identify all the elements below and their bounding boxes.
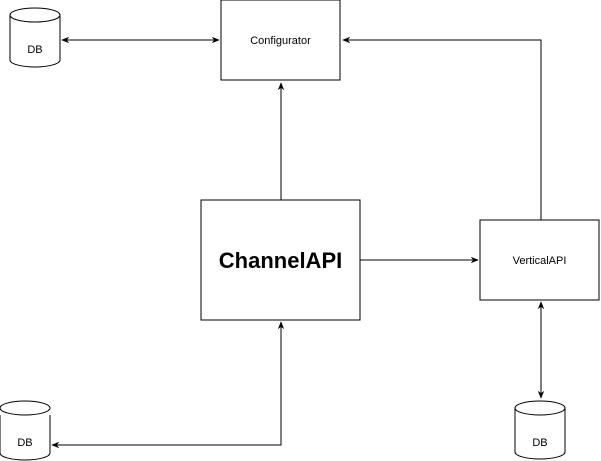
db-bottom-right: DB [514,400,566,460]
edge-verticalapi-configurator [342,36,542,220]
configurator-label: Configurator [250,35,311,47]
vertical-api-label: VerticalAPI [513,255,567,267]
db-bottom-left: DB [0,400,51,461]
channel-api-node: ChannelAPI [200,199,361,321]
db-bottom-left-label: DB [17,437,32,449]
vertical-api-node: VerticalAPI [479,219,600,301]
db-top-left: DB [9,7,61,68]
db-top-left-label: DB [27,44,42,56]
channel-api-label: ChannelAPI [219,248,342,273]
db-bottom-right-label: DB [532,437,547,449]
configurator-node: Configurator [220,0,341,81]
edge-channelapi-db [51,321,285,449]
